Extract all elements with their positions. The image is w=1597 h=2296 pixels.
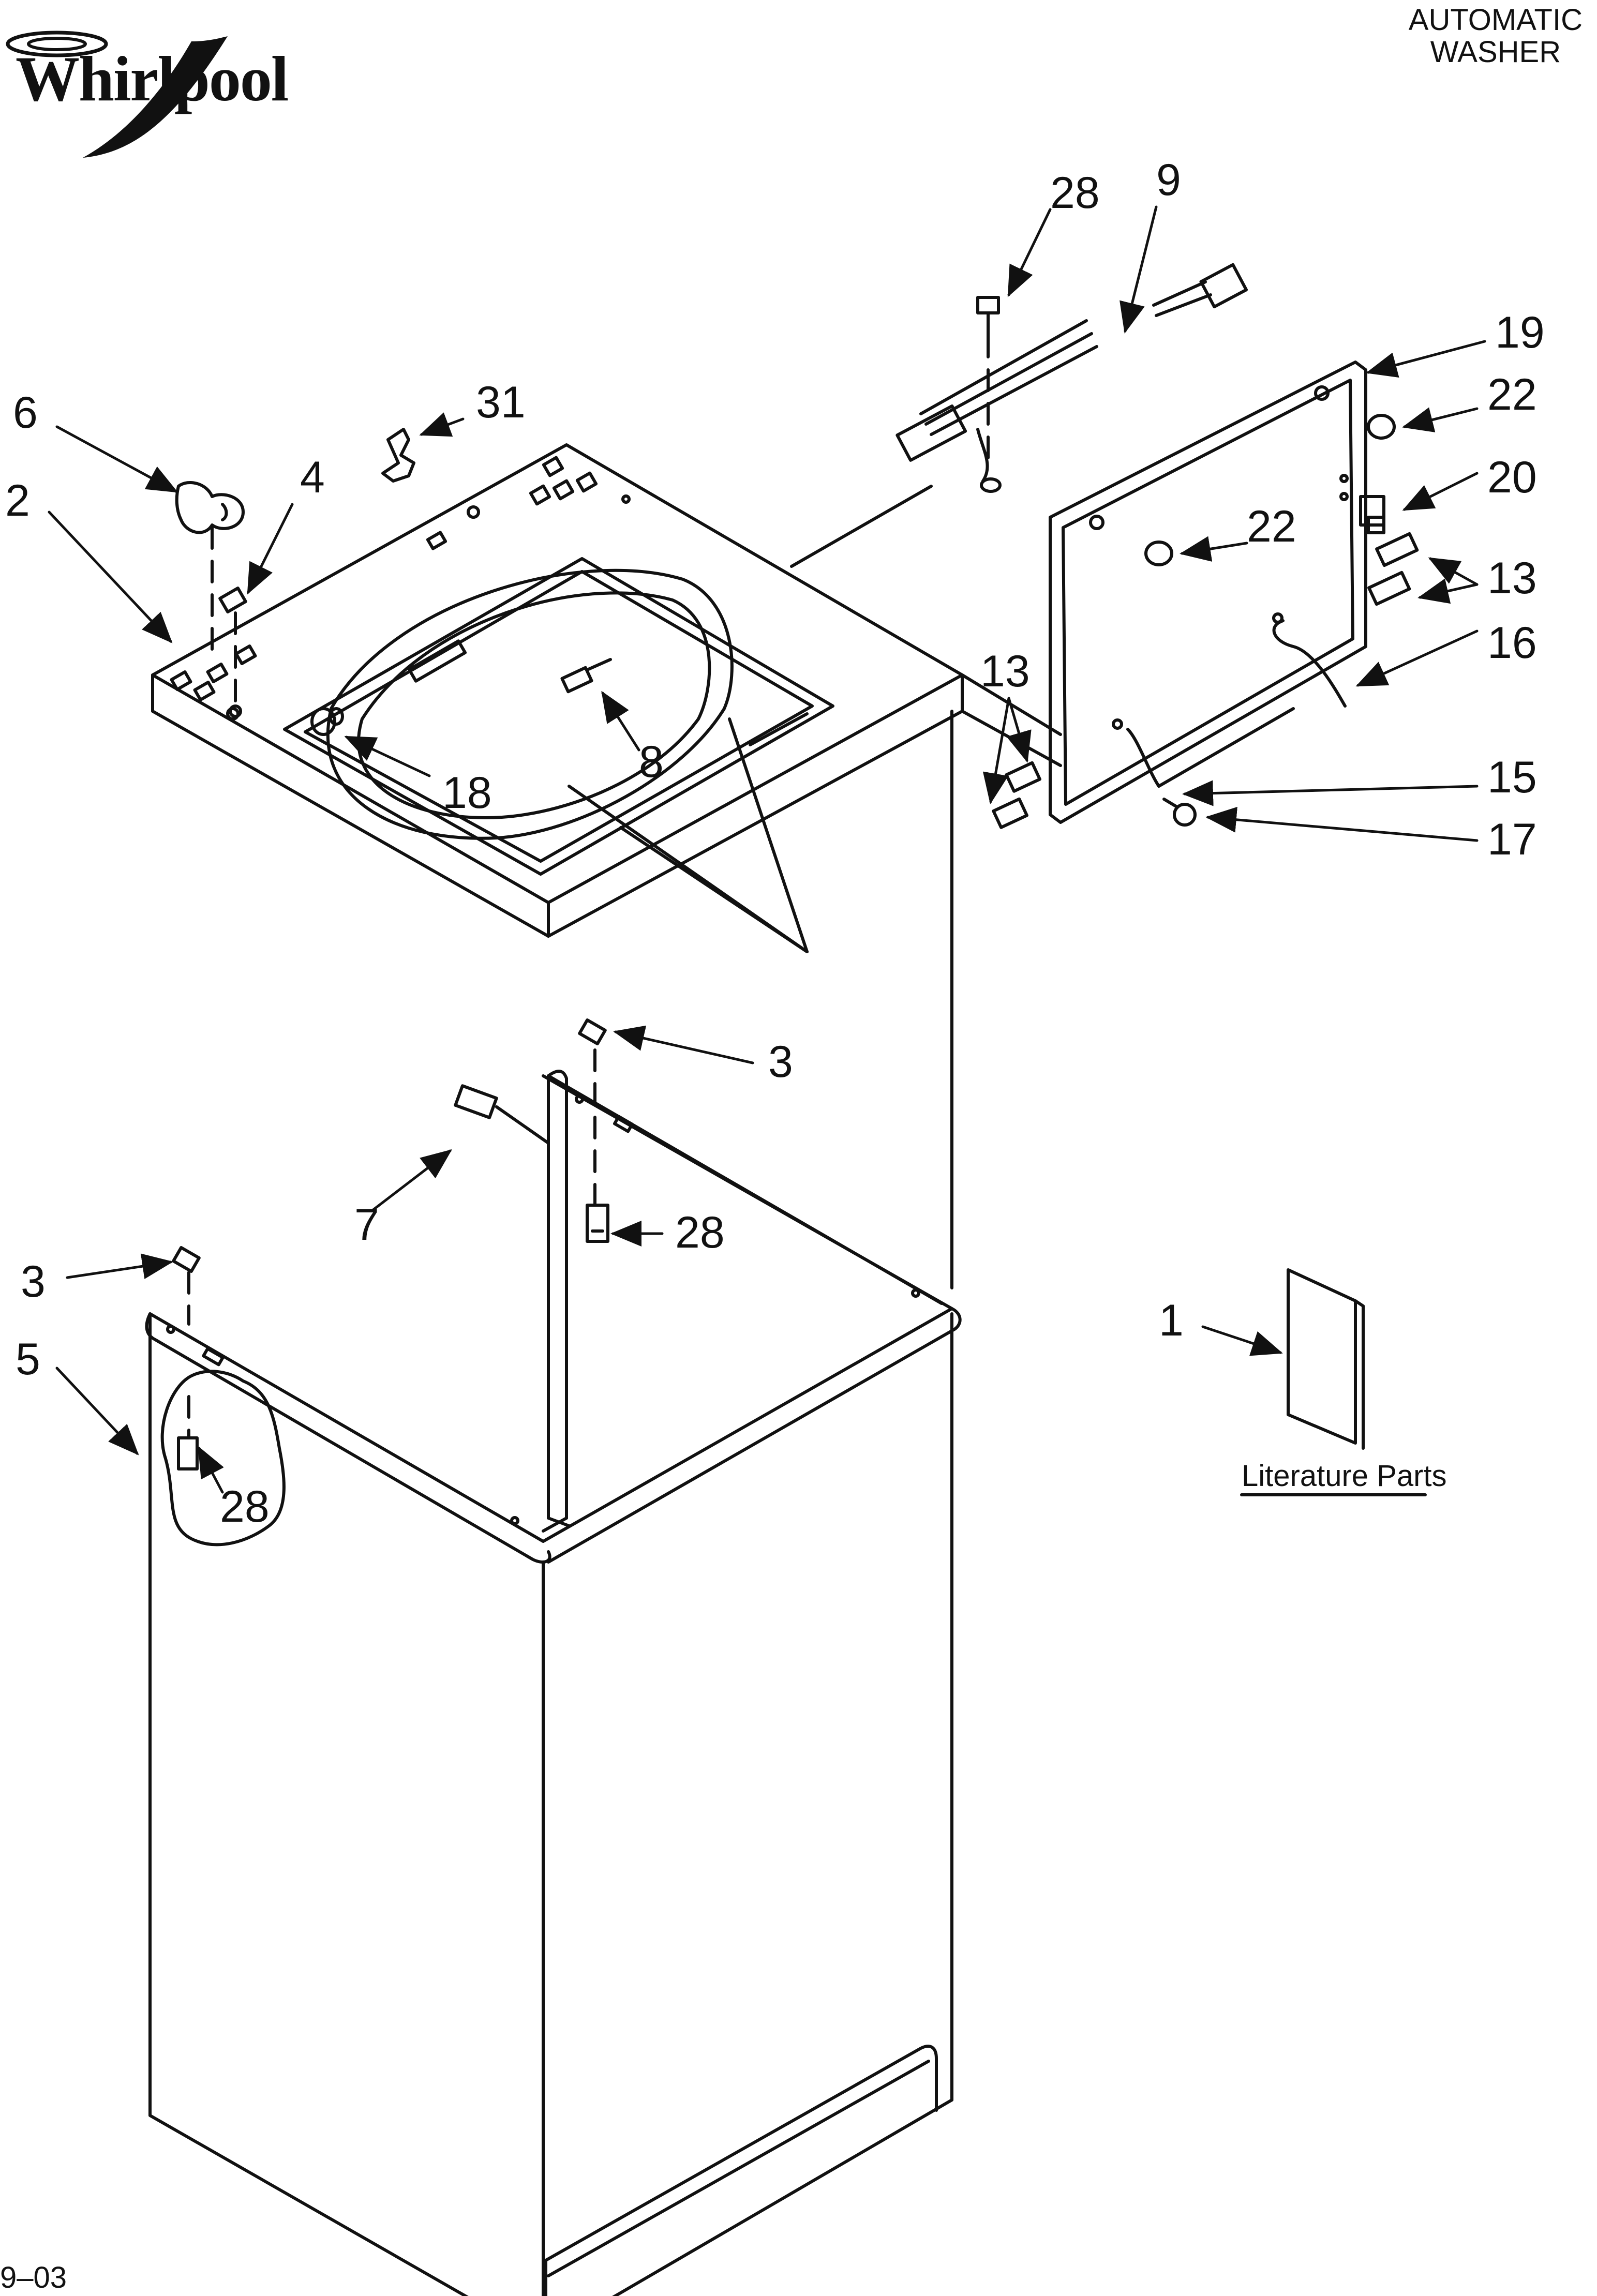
lid-frame-part-19 (1049, 361, 1367, 824)
callout-6: 6 (13, 388, 38, 438)
clip-part-3 (172, 1018, 607, 1273)
callout-5: 5 (16, 1334, 40, 1384)
clip-part-4 (218, 587, 247, 718)
title-line-1: AUTOMATIC (1408, 3, 1583, 37)
callout-22-inner: 22 (1247, 502, 1296, 551)
valve-part-18 (310, 707, 344, 736)
callout-28-cutaway: 28 (220, 1482, 270, 1532)
callout-1: 1 (1159, 1296, 1184, 1345)
callout-9: 9 (1156, 155, 1181, 205)
callout-22-right: 22 (1487, 370, 1537, 419)
clip-part-31 (381, 428, 415, 483)
literature-parts-label: Literature Parts (1242, 1459, 1447, 1493)
screw-part-28-cutaway (177, 1436, 199, 1470)
bracket-part-6 (175, 481, 245, 534)
callout-13-left: 13 (980, 647, 1030, 696)
plug-part-17 (1162, 798, 1197, 827)
screw-part-28-top (976, 296, 1000, 340)
callout-15: 15 (1487, 753, 1537, 802)
title-line-2: WASHER (1430, 35, 1561, 69)
cabinet-part-5 (145, 1070, 962, 2296)
brand-swoosh-icon (6, 31, 228, 158)
top-panel-part-2 (151, 443, 964, 938)
callout-17: 17 (1487, 815, 1537, 864)
callout-13-right: 13 (1487, 553, 1537, 603)
callout-2: 2 (5, 476, 30, 526)
callout-28-mid: 28 (675, 1208, 725, 1257)
screw-part-7 (454, 1084, 550, 1145)
diagram-title: AUTOMATIC WASHER (1409, 4, 1583, 68)
lid-switch-harness-part-9 (895, 263, 1248, 493)
callout-7: 7 (354, 1200, 379, 1250)
callout-8: 8 (639, 737, 664, 787)
lid-switch-part-20 (1359, 495, 1385, 534)
callout-31: 31 (476, 378, 526, 427)
literature-book-icon (1287, 1268, 1365, 1450)
footer-code: 9–03 (0, 2261, 67, 2294)
screw-part-8 (560, 658, 612, 694)
screw-part-13 (992, 532, 1419, 829)
callout-19: 19 (1495, 308, 1545, 357)
screw-part-28-mid (586, 1204, 609, 1243)
callout-3-top: 3 (768, 1037, 793, 1087)
callout-4: 4 (300, 453, 325, 502)
callout-18: 18 (442, 768, 492, 818)
callout-3-left: 3 (21, 1257, 46, 1307)
guide-lines (187, 335, 990, 1439)
callout-16: 16 (1487, 618, 1537, 668)
bumper-part-22 (1144, 414, 1396, 566)
leader-arrows (48, 205, 1486, 1494)
callout-20: 20 (1487, 453, 1537, 502)
callout-28-top: 28 (1050, 168, 1100, 218)
